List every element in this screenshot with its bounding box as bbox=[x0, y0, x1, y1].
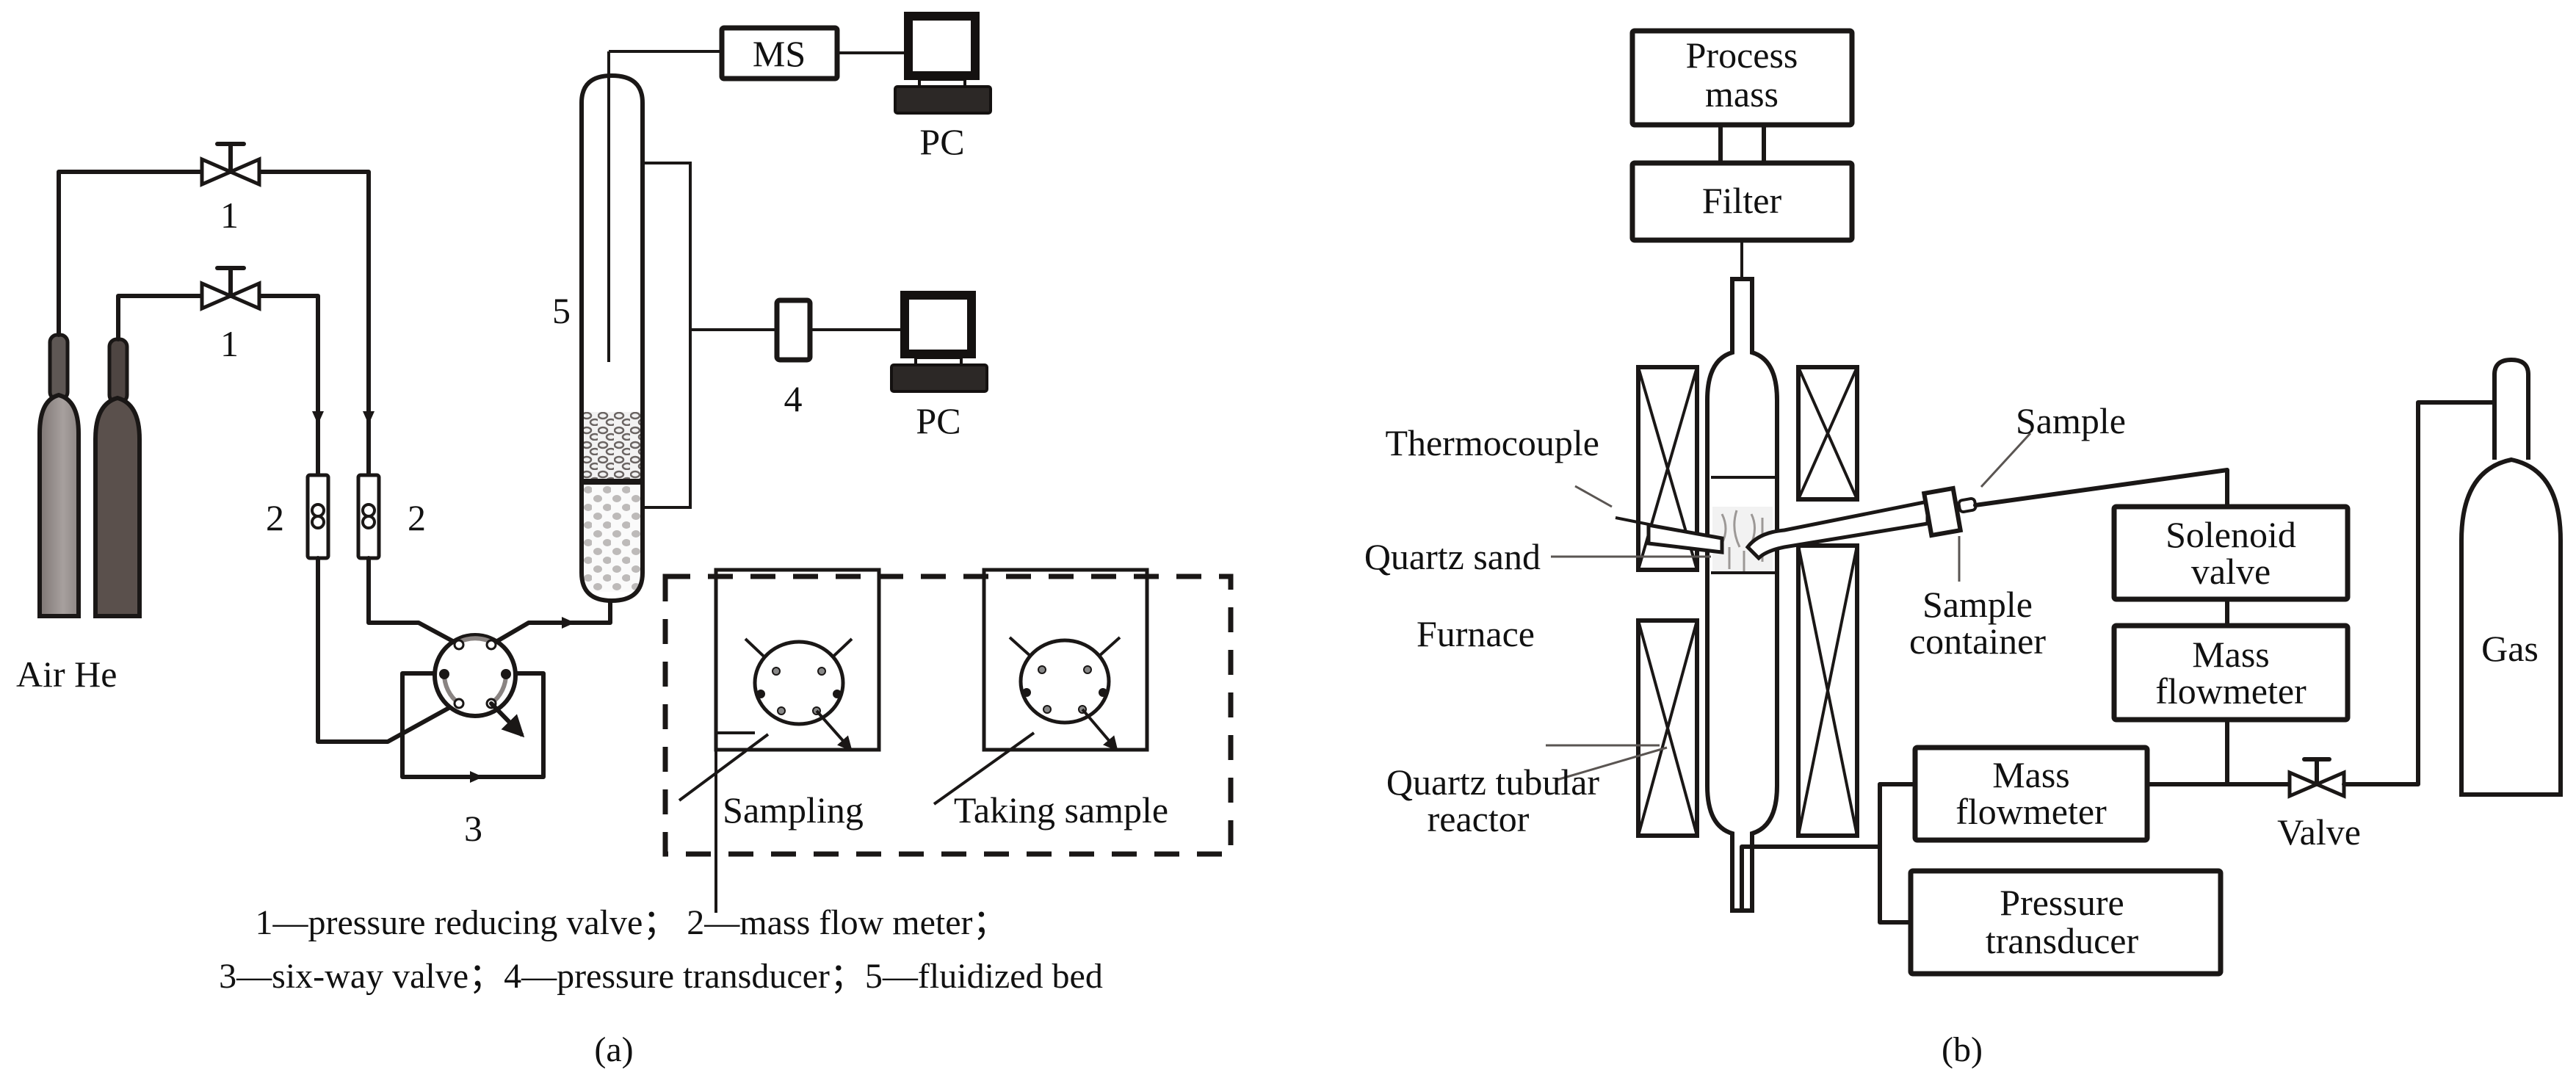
mass-flowmeter-lower-label: Mass bbox=[1992, 754, 2070, 795]
six-way-valve-label: 3 bbox=[464, 808, 482, 849]
pipe-to-bed bbox=[491, 598, 612, 645]
process-mass-box bbox=[1629, 28, 1855, 128]
panel-a: Air He 1 1 bbox=[16, 12, 1234, 1069]
sampling-label: Sampling bbox=[723, 789, 864, 831]
process-mass-label: Process bbox=[1686, 35, 1798, 76]
pressure-transducer-label-2: transducer bbox=[1986, 920, 2139, 961]
panel-b: Process mass Filter bbox=[1364, 28, 2563, 1069]
gas-cylinder-icon bbox=[2459, 357, 2563, 797]
filter-label: Filter bbox=[1702, 180, 1782, 221]
pressure-reducing-valve-icon bbox=[200, 142, 261, 187]
mass-flowmeter-upper-box bbox=[2111, 623, 2351, 723]
ms-label: MS bbox=[753, 33, 806, 74]
process-mass-label-2: mass bbox=[1705, 73, 1779, 115]
air-pipe bbox=[57, 170, 204, 337]
sampling-valve-icon bbox=[678, 568, 881, 913]
mass-flow-meter-icon bbox=[356, 473, 381, 560]
air-pipe-out bbox=[257, 170, 371, 477]
reactor-label-2: reactor bbox=[1428, 798, 1530, 839]
pressure-transducer-label: Pressure bbox=[2000, 882, 2124, 923]
sample-leader bbox=[1980, 432, 2032, 488]
panel-a-caption: (a) bbox=[594, 1030, 633, 1069]
flowmeter-label-2b: 2 bbox=[408, 497, 426, 538]
gas-label: Gas bbox=[2481, 628, 2539, 669]
mass-flowmeter-upper-label: Mass bbox=[2192, 634, 2270, 675]
pressure-transducer-box bbox=[774, 297, 813, 363]
solenoid-label-2: valve bbox=[2191, 551, 2271, 592]
fluidized-bed-label: 5 bbox=[552, 290, 571, 331]
fluidized-bed-icon bbox=[579, 51, 645, 604]
valve-label: Valve bbox=[2277, 811, 2361, 853]
mass-flowmeter-lower-label-2: flowmeter bbox=[1955, 791, 2107, 832]
solenoid-label: Solenoid bbox=[2166, 514, 2296, 555]
legend-line-1: 1—pressure reducing valve； 2—mass flow m… bbox=[255, 903, 1007, 942]
legend-line-2: 3—six-way valve；4—pressure transducer；5—… bbox=[219, 957, 1103, 996]
sample-container-label-2: container bbox=[1909, 621, 2046, 662]
pipe bbox=[316, 556, 454, 744]
he-pipe-out bbox=[257, 294, 320, 477]
air-cylinder bbox=[37, 333, 81, 618]
pc-monitor-icon bbox=[890, 291, 988, 393]
pc-monitor-icon bbox=[894, 12, 992, 115]
cylinder-label: Air He bbox=[16, 654, 117, 695]
pc-label: PC bbox=[916, 400, 960, 441]
transducer-label: 4 bbox=[784, 378, 803, 419]
mass-flowmeter-upper-label-2: flowmeter bbox=[2155, 670, 2307, 712]
pipe bbox=[2342, 400, 2497, 786]
thermocouple-icon bbox=[1615, 516, 1724, 554]
quartz-sand-label: Quartz sand bbox=[1364, 536, 1541, 577]
sample-tube-icon bbox=[1745, 468, 2229, 601]
pipe bbox=[366, 556, 459, 645]
flow-arrow-icon bbox=[363, 411, 375, 424]
solenoid-valve-box bbox=[2111, 504, 2351, 602]
pressure-tap bbox=[643, 162, 692, 509]
reactor-label: Quartz tubular bbox=[1386, 762, 1600, 803]
pressure-transducer-box bbox=[1908, 868, 2224, 977]
flowmeter-label-2: 2 bbox=[266, 497, 284, 538]
thermocouple-label: Thermocouple bbox=[1385, 422, 1599, 463]
furnace-label: Furnace bbox=[1417, 613, 1535, 654]
sample-label: Sample bbox=[2016, 400, 2126, 441]
pc-label: PC bbox=[919, 121, 964, 162]
sample-container-label: Sample bbox=[1922, 584, 2033, 625]
mass-flowmeter-lower-box bbox=[1912, 745, 2150, 843]
he-pipe bbox=[116, 294, 204, 341]
pipe bbox=[1740, 844, 1882, 913]
pipe bbox=[1878, 782, 1913, 925]
taking-sample-valve-icon bbox=[933, 568, 1149, 806]
gas-valve-icon bbox=[2287, 757, 2346, 799]
flow-arrow-icon bbox=[562, 617, 575, 629]
thermocouple-leader bbox=[1574, 485, 1613, 508]
valve-label-1b: 1 bbox=[220, 323, 239, 364]
flow-arrow-icon bbox=[312, 411, 324, 424]
reactor-leader bbox=[1556, 746, 1668, 781]
he-cylinder bbox=[93, 337, 142, 618]
valve-label-1: 1 bbox=[220, 195, 239, 236]
quartz-reactor-icon bbox=[1705, 277, 1779, 913]
valve-mode-inset: Sampling Taking sample bbox=[662, 568, 1234, 913]
six-way-valve-icon bbox=[400, 633, 546, 783]
pressure-reducing-valve-icon bbox=[200, 266, 261, 311]
mass-flow-meter-icon bbox=[305, 473, 330, 560]
taking-sample-label: Taking sample bbox=[954, 789, 1168, 831]
panel-b-caption: (b) bbox=[1942, 1030, 1983, 1069]
